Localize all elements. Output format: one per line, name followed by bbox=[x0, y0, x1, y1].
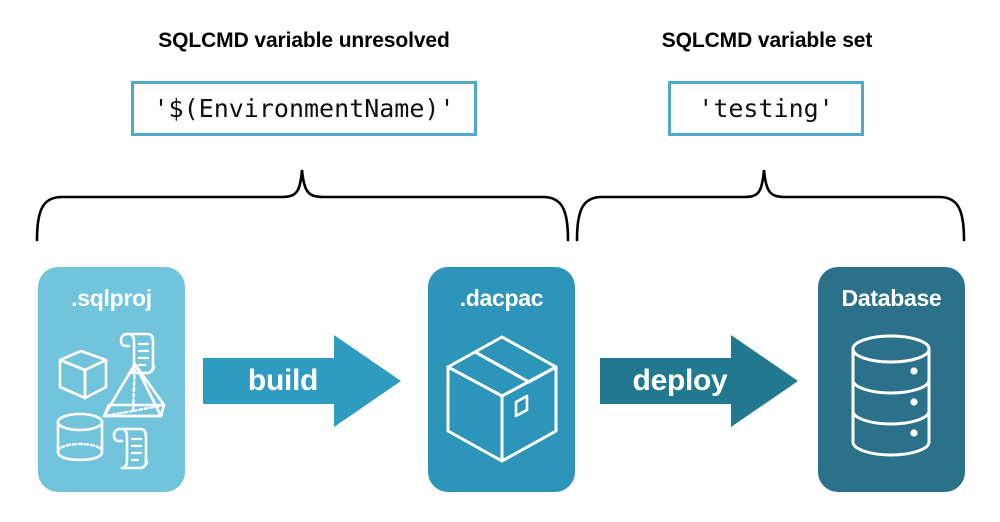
cylinder-shape-icon bbox=[56, 412, 104, 462]
variable-value-right: 'testing' bbox=[698, 94, 834, 123]
stage-box-dacpac: .dacpac bbox=[428, 267, 575, 492]
stage-box-database: Database bbox=[818, 267, 965, 492]
variable-value-left: '$(EnvironmentName)' bbox=[153, 94, 455, 123]
stage-box-sqlproj: .sqlproj bbox=[38, 267, 185, 492]
script-scroll-icon-top bbox=[119, 332, 156, 375]
section-caption-right: SQLCMD variable set bbox=[661, 29, 873, 52]
brace-left-icon bbox=[35, 169, 570, 242]
package-box-icon bbox=[446, 335, 558, 463]
stage-label-dacpac: .dacpac bbox=[459, 285, 544, 311]
variable-value-box-right: 'testing' bbox=[668, 81, 864, 136]
brace-right-icon bbox=[575, 169, 966, 242]
variable-value-box-left: '$(EnvironmentName)' bbox=[131, 81, 477, 136]
deploy-arrow: deploy bbox=[600, 335, 798, 427]
cube-shape-icon bbox=[58, 349, 108, 400]
brace-group bbox=[35, 169, 966, 242]
right-arrow-icon bbox=[600, 335, 798, 427]
build-arrow: build bbox=[203, 335, 401, 427]
stage-label-database: Database bbox=[841, 285, 942, 311]
right-arrow-icon bbox=[203, 335, 401, 427]
section-caption-left: SQLCMD variable unresolved bbox=[158, 29, 450, 52]
script-scroll-icon-bottom bbox=[112, 427, 149, 470]
database-cylinder-icon bbox=[851, 334, 931, 457]
stage-label-sqlproj: .sqlproj bbox=[71, 285, 152, 311]
project-shapes-icon bbox=[56, 332, 166, 470]
